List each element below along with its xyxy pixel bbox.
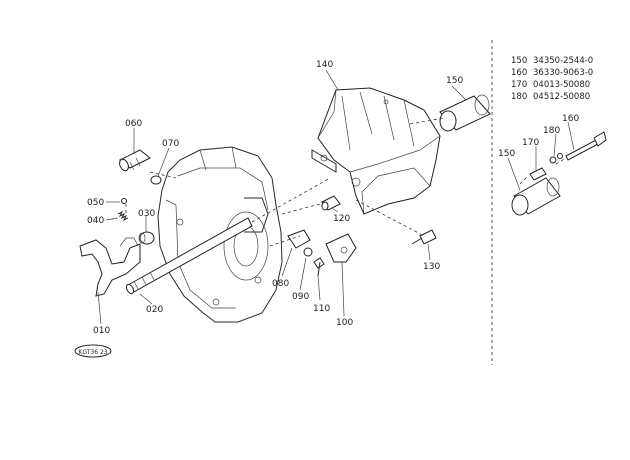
- part-labels: 060 070 050 040 030 010 020 080 090 110 …: [87, 60, 579, 336]
- leader-lines: [97, 69, 575, 325]
- collar-030: [138, 231, 155, 245]
- label-080: 080: [272, 279, 289, 289]
- label-070: 070: [162, 139, 179, 149]
- legend-part-2: 36330-9063-0: [533, 68, 593, 78]
- legend-ref-2: 160: [511, 68, 527, 78]
- label-010: 010: [93, 326, 110, 336]
- label-160: 160: [562, 114, 579, 124]
- sleeve-150: [439, 94, 491, 132]
- legend: 150 34350-2544-0 160 36330-9063-0 170 04…: [511, 56, 593, 102]
- label-020: 020: [146, 305, 163, 315]
- bolt-110: [313, 257, 325, 277]
- legend-part-3: 04013-50080: [533, 80, 590, 90]
- label-030: 030: [138, 209, 155, 219]
- figure-code-stamp: KGT36 23: [74, 344, 112, 358]
- label-120: 120: [333, 214, 350, 224]
- label-090: 090: [292, 292, 309, 302]
- assembly-lines: [125, 117, 445, 247]
- label-130: 130: [423, 262, 440, 272]
- legend-ref-3: 170: [511, 80, 527, 90]
- spring-040: [117, 210, 129, 222]
- legend-part-1: 34350-2544-0: [533, 56, 593, 66]
- legend-ref-4: 180: [511, 92, 527, 102]
- pin-060: [119, 149, 151, 172]
- label-150-sub: 150: [498, 149, 515, 159]
- label-170: 170: [522, 138, 539, 148]
- arm-100: [325, 233, 357, 263]
- lever-080: [287, 229, 311, 249]
- label-060: 060: [125, 119, 142, 129]
- label-180: 180: [543, 126, 560, 136]
- label-150: 150: [446, 76, 463, 86]
- cover-140: [311, 87, 441, 215]
- housing-casting: [157, 146, 283, 323]
- bolt-130: [411, 229, 437, 245]
- label-110: 110: [313, 304, 330, 314]
- legend-ref-1: 150: [511, 56, 527, 66]
- ball-050: [121, 198, 127, 204]
- label-140: 140: [316, 60, 333, 70]
- label-050: 050: [87, 198, 104, 208]
- washer-090: [303, 247, 313, 257]
- label-100: 100: [336, 318, 353, 328]
- ring-070: [150, 175, 162, 185]
- shift-shaft: [125, 217, 253, 295]
- shift-fork: [79, 237, 141, 297]
- sub-assembly-right: [511, 131, 607, 216]
- label-040: 040: [87, 216, 104, 226]
- legend-part-4: 04512-50080: [533, 92, 590, 102]
- pin-120: [321, 195, 341, 211]
- figure-code: KGT36 23: [78, 349, 107, 356]
